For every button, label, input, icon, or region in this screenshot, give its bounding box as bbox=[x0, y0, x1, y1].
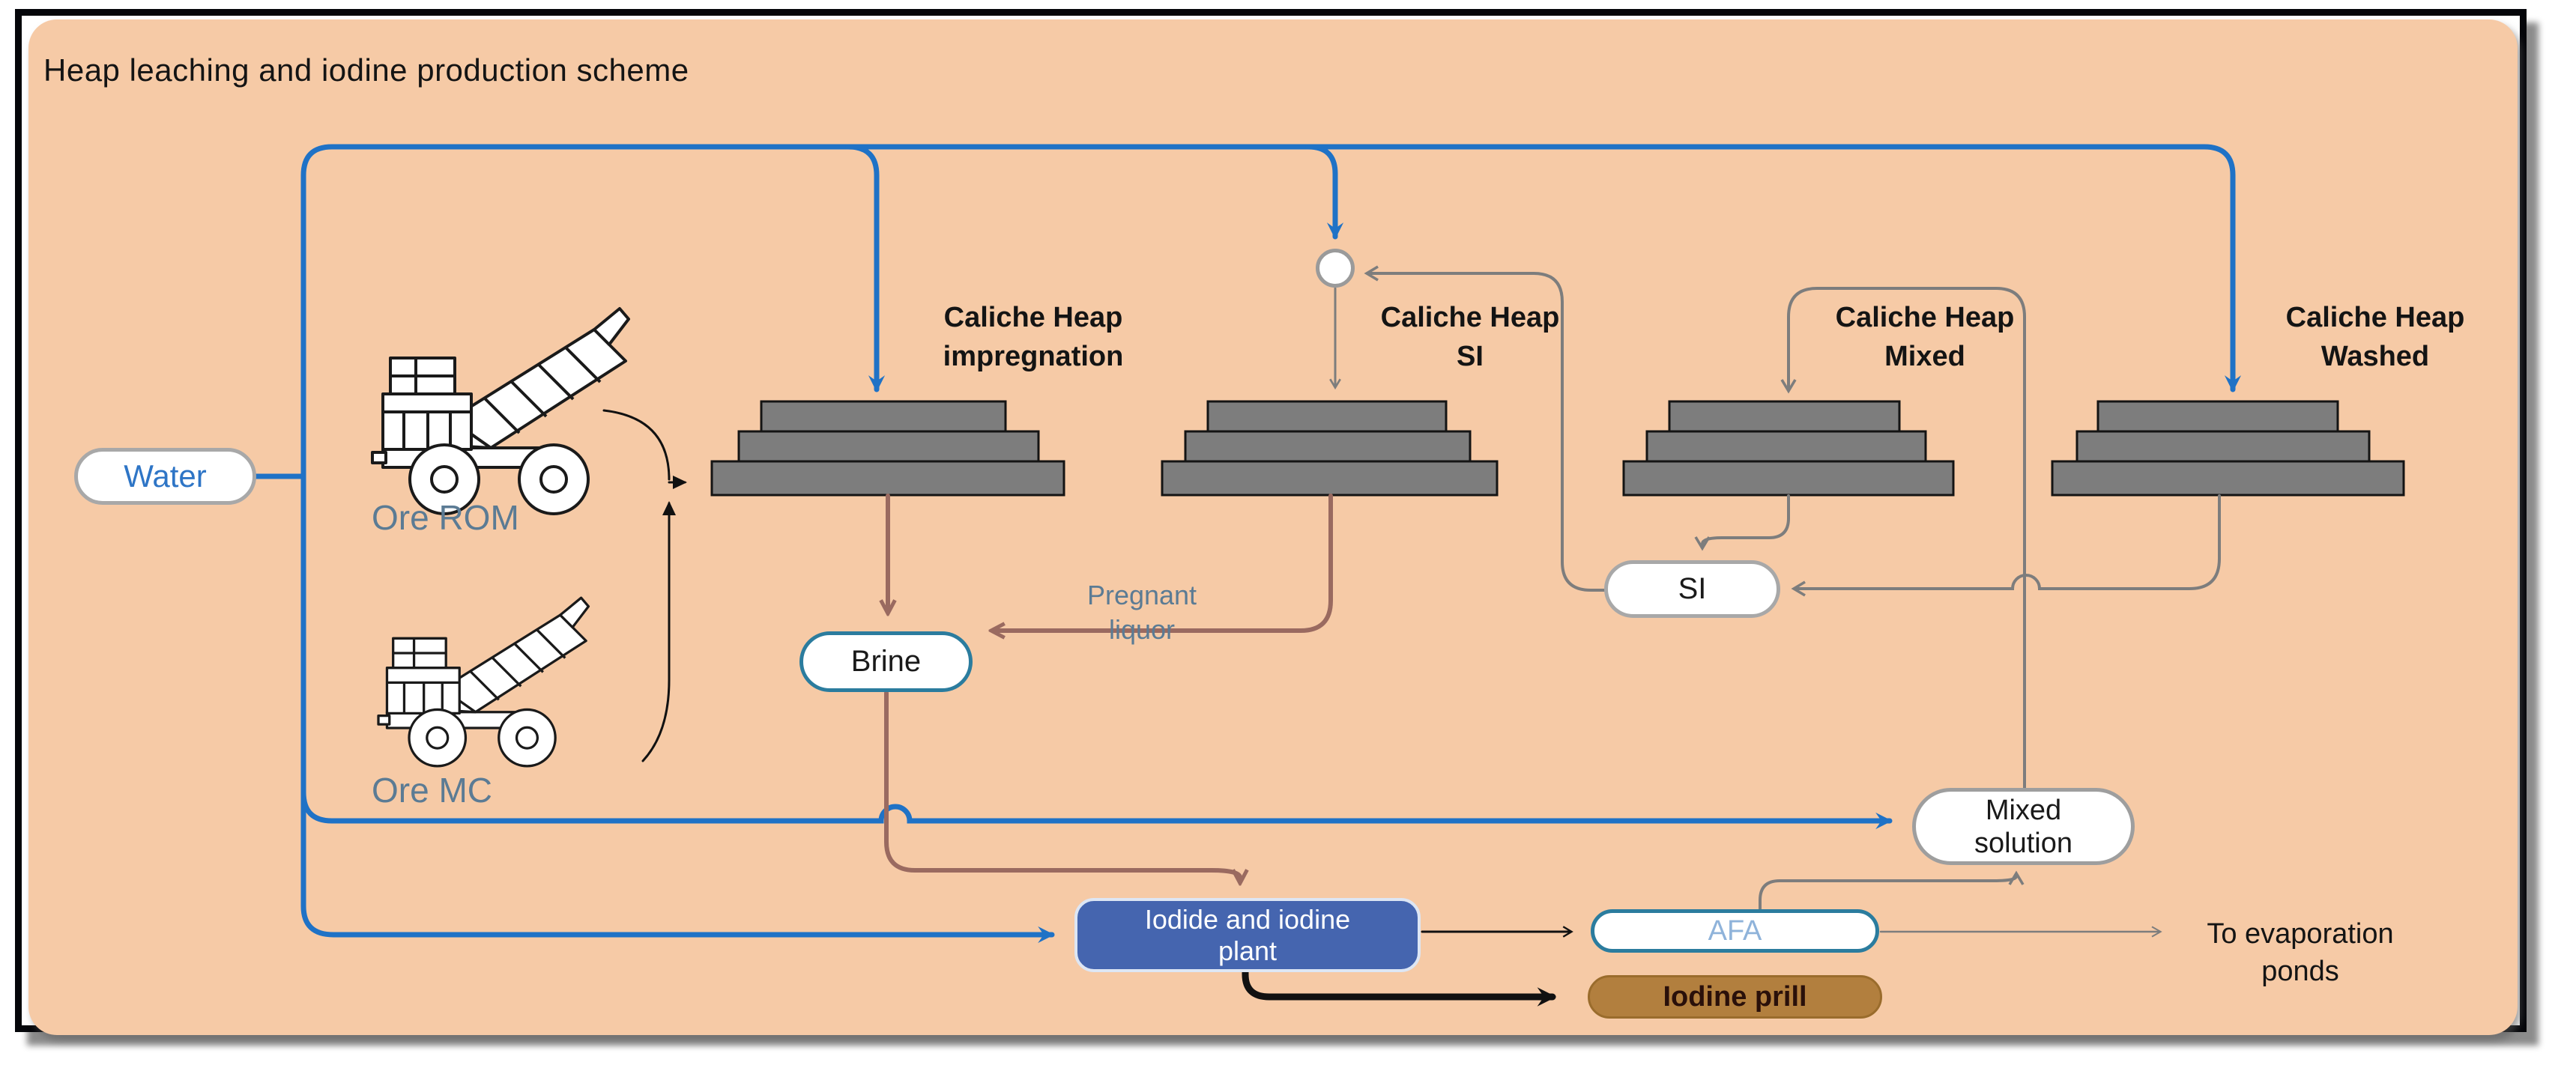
label-to-evaporation-line1: To evaporation bbox=[2207, 918, 2394, 950]
label-pregnant-liquor-line1: Pregnant bbox=[1086, 580, 1197, 610]
label-heap-impregnation-line2: impregnation bbox=[943, 341, 1124, 372]
node-mixed-solution: Mixed solution bbox=[1912, 788, 2135, 865]
node-iodine-prill: Iodine prill bbox=[1588, 975, 1882, 1019]
node-afa-label: AFA bbox=[1708, 914, 1762, 947]
label-heap-impregnation: Caliche Heap impregnation bbox=[876, 298, 1191, 376]
node-brine: Brine bbox=[799, 631, 973, 692]
page-title: Heap leaching and iodine production sche… bbox=[43, 52, 689, 88]
edge-ore-rom-to-heap bbox=[602, 409, 671, 481]
dump-truck-ore-rom-icon bbox=[371, 307, 630, 515]
label-ore-rom: Ore ROM bbox=[372, 498, 519, 537]
edge-brine-to-plant bbox=[884, 691, 1240, 881]
node-si: SI bbox=[1604, 560, 1780, 618]
node-afa: AFA bbox=[1591, 909, 1879, 953]
node-water: Water bbox=[74, 448, 256, 505]
label-pregnant-liquor: Pregnant liquor bbox=[1030, 578, 1254, 647]
water-si-mixing-junction bbox=[1316, 249, 1355, 288]
edge-heap-si-to-brine bbox=[994, 494, 1333, 631]
edge-ore-mc-to-heap bbox=[641, 501, 676, 762]
label-heap-mixed-line2: Mixed bbox=[1884, 341, 1965, 372]
edge-si-to-junction bbox=[1364, 265, 1606, 592]
edge-heap-mixed-to-si bbox=[1694, 494, 1790, 551]
node-plant-line2: plant bbox=[1218, 935, 1278, 966]
node-iodide-iodine-plant: Iodide and iodine plant bbox=[1074, 898, 1421, 972]
heap-impregnation-icon bbox=[710, 400, 1065, 497]
label-heap-mixed: Caliche Heap Mixed bbox=[1768, 298, 2082, 376]
label-heap-si: Caliche Heap SI bbox=[1313, 298, 1627, 376]
node-brine-label: Brine bbox=[850, 645, 922, 678]
edge-water-to-plant bbox=[300, 473, 1055, 944]
label-heap-washed: Caliche Heap Washed bbox=[2233, 298, 2518, 376]
edge-mixed-solution-to-heap-mixed bbox=[1780, 287, 2026, 789]
label-heap-impregnation-line1: Caliche Heap bbox=[943, 302, 1123, 333]
heap-mixed-icon bbox=[1622, 400, 1955, 497]
label-heap-washed-line1: Caliche Heap bbox=[2285, 302, 2465, 333]
node-plant-line1: Iodide and iodine bbox=[1144, 903, 1351, 935]
edge-heap-washed-to-si bbox=[1791, 494, 2221, 597]
label-ore-mc: Ore MC bbox=[372, 771, 492, 810]
edge-afa-to-mixed-solution bbox=[1759, 870, 2025, 911]
edge-water-to-junction bbox=[1305, 144, 1344, 240]
label-heap-washed-line2: Washed bbox=[2320, 341, 2430, 372]
node-si-label: SI bbox=[1678, 572, 1707, 605]
node-mixed-solution-line2: solution bbox=[1974, 827, 2072, 859]
edge-water-to-mixed-solution bbox=[300, 789, 1893, 830]
heap-washed-icon bbox=[2051, 400, 2405, 497]
label-pregnant-liquor-line2: liquor bbox=[1108, 614, 1176, 645]
node-iodine-prill-label: Iodine prill bbox=[1663, 980, 1807, 1013]
heap-si-icon bbox=[1161, 400, 1499, 497]
edge-plant-to-iodine-prill bbox=[1242, 968, 1557, 1007]
label-to-evaporation-line2: ponds bbox=[2261, 956, 2339, 987]
label-heap-si-line2: SI bbox=[1457, 341, 1484, 372]
label-heap-si-line1: Caliche Heap bbox=[1380, 302, 1560, 333]
edge-water-to-heap-impregnation bbox=[845, 144, 886, 392]
dump-truck-ore-mc-icon bbox=[377, 596, 590, 768]
diagram-background bbox=[28, 19, 2518, 1035]
node-mixed-solution-line1: Mixed bbox=[1985, 794, 2062, 826]
node-water-label: Water bbox=[124, 458, 207, 494]
label-to-evaporation-ponds: To evaporation ponds bbox=[2173, 915, 2428, 990]
label-heap-mixed-line1: Caliche Heap bbox=[1835, 302, 2015, 333]
edge-water-to-heap-washed bbox=[300, 144, 2242, 482]
